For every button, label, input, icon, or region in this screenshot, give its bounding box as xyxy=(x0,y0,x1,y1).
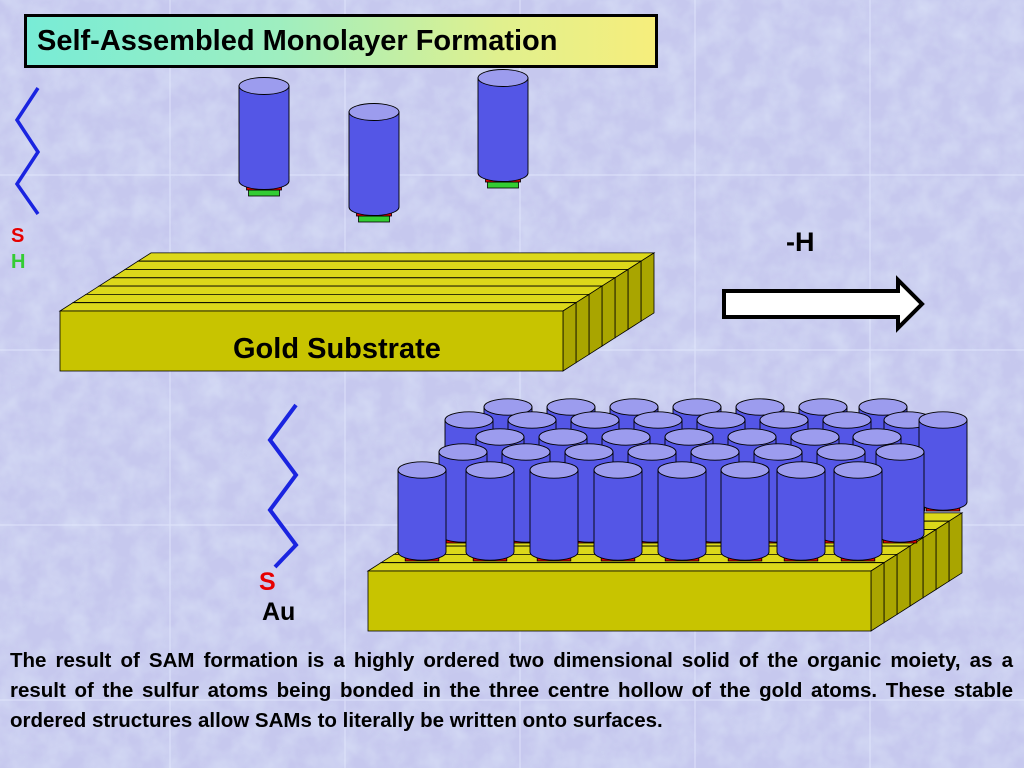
molecule-body xyxy=(593,469,643,561)
molecule-top xyxy=(790,428,840,446)
floating-molecules xyxy=(238,69,529,223)
molecule-body xyxy=(776,469,826,561)
molecule-top xyxy=(664,428,714,446)
molecule-top xyxy=(720,461,770,479)
molecule-top xyxy=(798,398,848,416)
gold-substrate-label: Gold Substrate xyxy=(233,333,441,365)
molecule-top xyxy=(501,443,551,461)
gold-layer-side xyxy=(575,293,590,364)
molecule-top xyxy=(477,69,529,87)
gold-layer-top xyxy=(97,277,617,287)
molecule-body xyxy=(657,469,707,561)
molecule-top xyxy=(735,398,785,416)
molecule-body xyxy=(477,77,529,182)
molecule-top xyxy=(348,103,400,121)
gold-layer-top xyxy=(110,269,630,279)
gold-layer-side xyxy=(614,268,629,339)
molecule-top xyxy=(438,443,488,461)
hydrogen-atom xyxy=(358,215,390,223)
gold-layer-side xyxy=(948,512,963,582)
molecule-body xyxy=(720,469,770,561)
gold-layer-top xyxy=(136,252,656,262)
reaction-arrow xyxy=(722,275,925,333)
gold-layer-top xyxy=(366,562,886,572)
molecule-top xyxy=(753,443,803,461)
minus-h-label: -H xyxy=(786,227,815,257)
molecule-body xyxy=(238,85,290,190)
alkyl-chain-bottom xyxy=(267,403,299,569)
molecule-top xyxy=(483,398,533,416)
gold-layer-top xyxy=(58,302,578,312)
gold-layer-side xyxy=(588,285,603,356)
molecule-top xyxy=(822,411,872,429)
molecule-top xyxy=(776,461,826,479)
gold-layer-side xyxy=(896,545,911,616)
gold-layer-side xyxy=(640,252,655,322)
gold-layer-front xyxy=(59,310,564,372)
gold-layer-side xyxy=(627,260,642,331)
molecule-top xyxy=(918,411,968,429)
gold-atom-label: Au xyxy=(262,598,295,626)
molecule-body xyxy=(348,111,400,216)
molecule-top xyxy=(538,428,588,446)
sulfur-label-top: S xyxy=(11,225,24,247)
molecule-top xyxy=(397,461,447,479)
molecule-top xyxy=(633,411,683,429)
molecule-top xyxy=(601,428,651,446)
molecule-top xyxy=(507,411,557,429)
gold-layer-top xyxy=(84,285,604,295)
gold-layer-top xyxy=(71,293,591,304)
molecule-body xyxy=(918,419,968,511)
molecule-top xyxy=(696,411,746,429)
gold-substrate-top xyxy=(58,252,656,372)
gold-layer-side xyxy=(883,553,898,624)
title-banner: Self-Assembled Monolayer Formation xyxy=(24,14,658,68)
molecule-body xyxy=(833,469,883,561)
sam-diagram: S H Gold Substrate -H S Au xyxy=(11,69,968,632)
molecule-top xyxy=(465,461,515,479)
gold-layer-side xyxy=(922,528,937,599)
molecule-top xyxy=(609,398,659,416)
sulfur-label-bottom: S xyxy=(259,568,276,596)
molecule-top xyxy=(727,428,777,446)
caption-text: The result of SAM formation is a highly … xyxy=(10,649,1013,732)
gold-layer-side xyxy=(870,561,885,632)
gold-layer-top xyxy=(123,260,643,270)
molecule-body xyxy=(465,469,515,561)
hydrogen-atom xyxy=(487,181,519,189)
gold-layer-side xyxy=(935,520,950,591)
molecule-top xyxy=(627,443,677,461)
alkyl-chain-top xyxy=(14,87,41,216)
molecule-top xyxy=(238,77,290,95)
molecule-body xyxy=(397,469,447,561)
molecule-top xyxy=(529,461,579,479)
self-assembled-monolayer xyxy=(397,398,968,562)
gold-layer-front xyxy=(367,570,872,632)
molecule-top xyxy=(593,461,643,479)
molecule-top xyxy=(475,428,525,446)
molecule-top xyxy=(833,461,883,479)
molecule-top xyxy=(444,411,494,429)
molecule-top xyxy=(875,443,925,461)
molecule-top xyxy=(858,398,908,416)
molecule-top xyxy=(564,443,614,461)
molecule-top xyxy=(852,428,902,446)
molecule-body xyxy=(875,451,925,543)
gold-layer-side xyxy=(909,537,924,607)
hydrogen-label: H xyxy=(11,251,25,273)
molecule-top xyxy=(546,398,596,416)
gold-layer-side xyxy=(562,301,577,372)
molecule-top xyxy=(759,411,809,429)
molecule-top xyxy=(657,461,707,479)
page-title: Self-Assembled Monolayer Formation xyxy=(37,24,558,57)
hydrogen-atom xyxy=(248,189,280,197)
molecule-top xyxy=(690,443,740,461)
molecule-top xyxy=(816,443,866,461)
gold-layer-side xyxy=(601,277,616,347)
molecule-top xyxy=(570,411,620,429)
molecule-body xyxy=(529,469,579,561)
molecule-top xyxy=(672,398,722,416)
